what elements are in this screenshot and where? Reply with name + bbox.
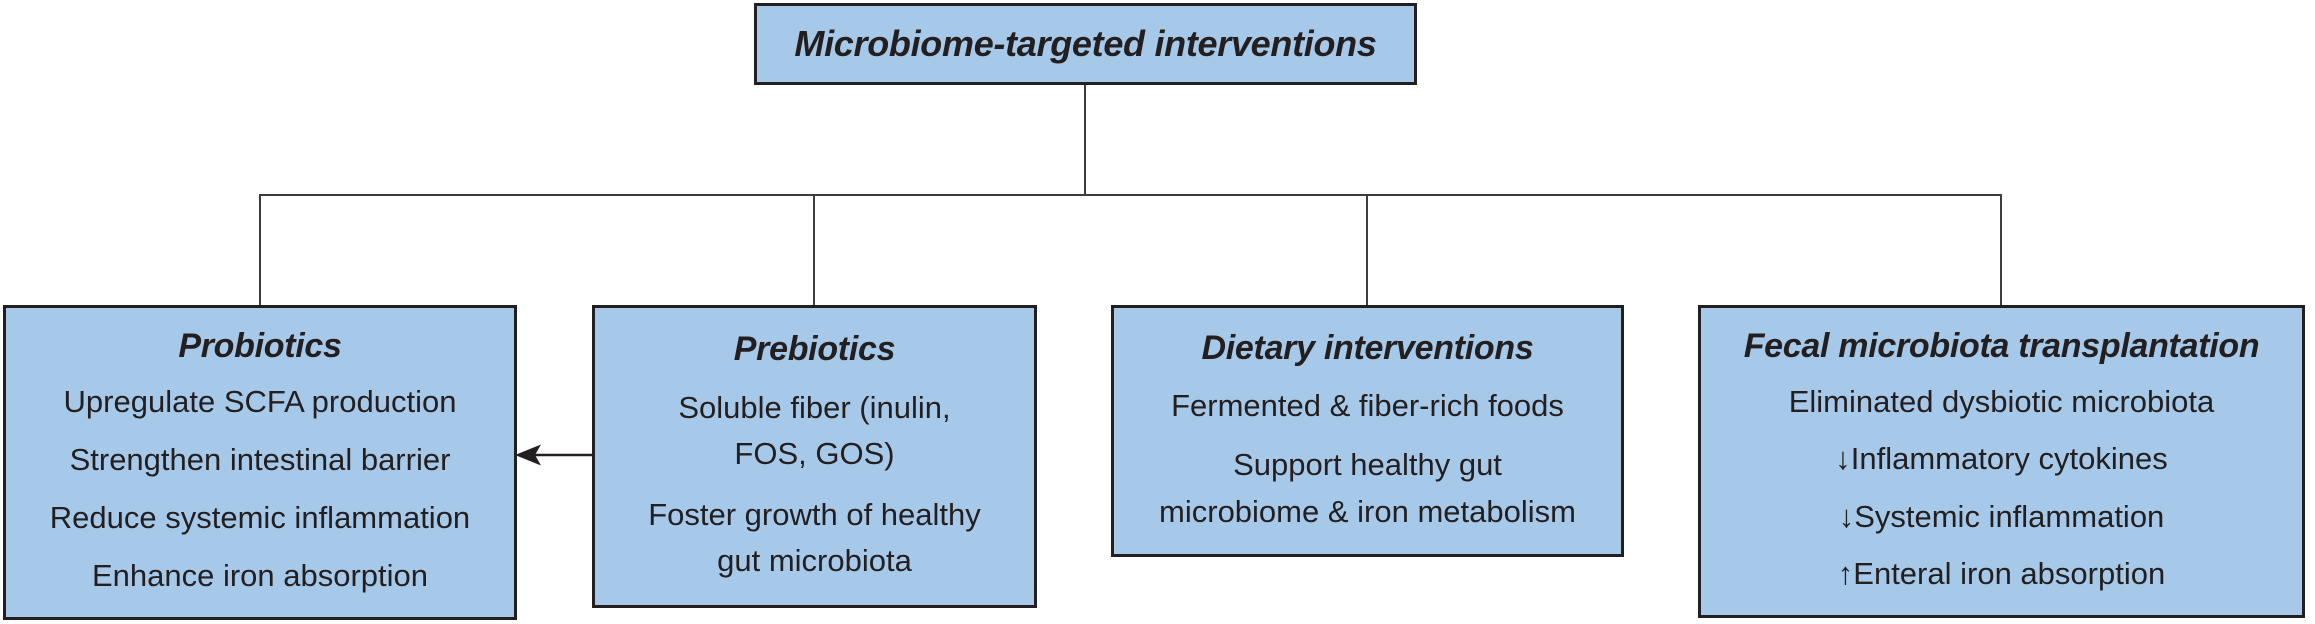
connector-drop-probiotics <box>259 195 261 305</box>
box-probiotics-item: Enhance iron absorption <box>91 558 429 594</box>
box-prebiotics-item: Foster growth of healthy gut microbiota <box>648 496 981 579</box>
box-probiotics-heading: Probiotics <box>178 327 342 366</box>
connector-drop-fmt <box>2000 195 2002 305</box>
box-prebiotics: Prebiotics Soluble fiber (inulin, FOS, G… <box>592 305 1037 608</box>
box-dietary-interventions: Dietary interventions Fermented & fiber-… <box>1111 305 1624 557</box>
box-dietary-heading: Dietary interventions <box>1201 329 1534 367</box>
box-probiotics: Probiotics Upregulate SCFA production St… <box>3 305 517 620</box>
box-probiotics-item: Reduce systemic inflammation <box>49 500 471 536</box>
connector-horizontal-bar <box>259 194 2002 196</box>
box-fmt-item: Eliminated dysbiotic microbiota <box>1788 383 2215 419</box>
root-box: Microbiome-targeted interventions <box>754 3 1417 85</box>
connector-drop-prebiotics <box>813 195 815 305</box>
arrow-prebiotics-to-probiotics <box>513 440 593 470</box>
box-fmt-item: ↑Enteral iron absorption <box>1837 556 2166 592</box>
connector-drop-dietary <box>1366 195 1368 305</box>
box-dietary-item: Support healthy gut microbiome & iron me… <box>1159 447 1576 529</box>
left-arrow-icon <box>515 444 593 466</box>
box-dietary-item: Fermented & fiber-rich foods <box>1171 387 1564 423</box>
box-prebiotics-item: Soluble fiber (inulin, FOS, GOS) <box>678 389 951 472</box>
box-fmt-heading: Fecal microbiota transplantation <box>1743 327 2260 366</box>
box-fmt-item: ↓Inflammatory cytokines <box>1835 441 2168 477</box>
box-fecal-microbiota-transplantation: Fecal microbiota transplantation Elimina… <box>1698 305 2305 618</box>
box-fmt-item: ↓Systemic inflammation <box>1838 498 2165 534</box>
box-prebiotics-heading: Prebiotics <box>733 330 896 369</box>
root-box-label: Microbiome-targeted interventions <box>794 23 1377 64</box>
connector-stem <box>1084 85 1086 195</box>
box-probiotics-item: Strengthen intestinal barrier <box>69 442 451 478</box>
box-probiotics-item: Upregulate SCFA production <box>63 384 457 420</box>
